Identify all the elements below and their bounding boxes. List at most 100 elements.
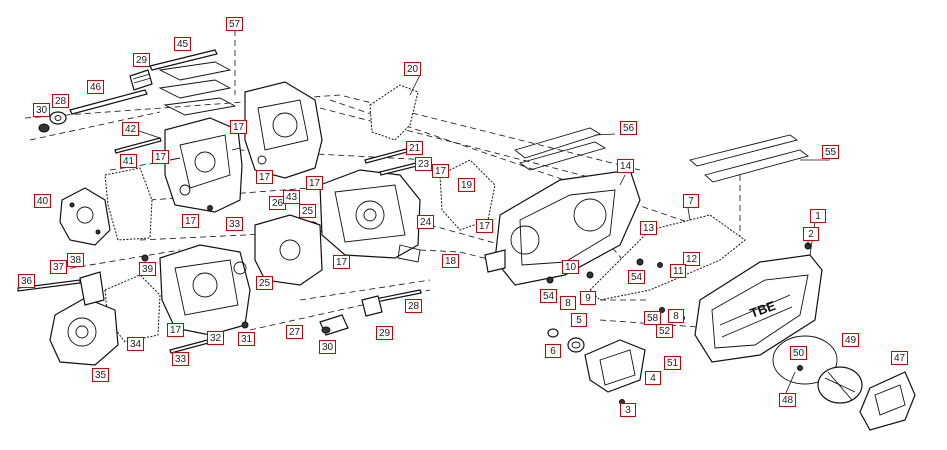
callout-8: 8 (560, 296, 576, 310)
callout-40: 40 (34, 194, 52, 208)
callout-56: 56 (620, 121, 638, 135)
callout-18: 18 (442, 254, 460, 268)
callout-7: 7 (683, 194, 699, 208)
bearing-28 (49, 111, 67, 125)
callout-54: 54 (628, 270, 646, 284)
callout-11: 11 (670, 264, 687, 278)
gasket-20 (369, 84, 419, 141)
callout-46: 46 (87, 80, 105, 94)
callout-38: 38 (67, 253, 85, 267)
callout-33: 33 (172, 352, 190, 366)
callout-41: 41 (120, 154, 138, 168)
crankcase-center (319, 169, 421, 263)
crankcase-lower-32 (159, 244, 251, 336)
callout-50: 50 (790, 346, 808, 360)
callout-57: 57 (226, 17, 244, 31)
side-cover-40 (59, 187, 111, 246)
gasket-34 (104, 274, 161, 343)
callout-25: 25 (299, 204, 317, 218)
callout-31: 31 (238, 332, 256, 346)
cover-plate-49 (817, 366, 863, 404)
callout-47: 47 (891, 351, 909, 365)
pin-42 (114, 137, 162, 154)
callout-49: 49 (842, 333, 860, 347)
callout-42: 42 (122, 122, 140, 136)
callout-6: 6 (545, 344, 561, 358)
callout-2: 2 (803, 227, 819, 241)
gear-29-lower (361, 295, 383, 317)
gasket-strips-57 (158, 61, 237, 116)
callout-30: 30 (319, 340, 337, 354)
callout-20: 20 (404, 62, 422, 76)
callout-17: 17 (182, 214, 200, 228)
callout-13: 13 (640, 221, 658, 235)
gasket-strip-55 (689, 134, 810, 183)
callout-17: 17 (230, 120, 248, 134)
cover-26 (254, 214, 323, 286)
callout-5: 5 (571, 313, 587, 327)
callout-17: 17 (167, 323, 185, 337)
callout-28: 28 (52, 94, 70, 108)
callout-29: 29 (133, 53, 151, 67)
callout-17: 17 (256, 170, 274, 184)
callout-17: 17 (476, 219, 494, 233)
nut-30-top (38, 123, 50, 133)
callout-24: 24 (417, 215, 435, 229)
callout-35: 35 (92, 368, 110, 382)
callout-43: 43 (283, 190, 301, 204)
callout-37: 37 (50, 260, 68, 274)
gasket-strip-56 (514, 127, 607, 171)
bolt-36 (17, 279, 81, 292)
callout-45: 45 (174, 37, 192, 51)
callout-17: 17 (432, 164, 450, 178)
callout-21: 21 (406, 141, 424, 155)
seal-5 (567, 337, 585, 353)
callout-28: 28 (405, 299, 423, 313)
callout-58: 58 (644, 311, 662, 325)
rotor-35 (49, 297, 119, 366)
gasket-41 (104, 167, 153, 241)
callout-17: 17 (333, 255, 351, 269)
callout-30: 30 (33, 103, 51, 117)
fan-plate-4 (584, 339, 646, 393)
callout-1: 1 (810, 209, 826, 223)
callout-29: 29 (376, 326, 394, 340)
callout-14: 14 (617, 159, 635, 173)
gasket-19 (439, 159, 496, 231)
shaft-46 (69, 89, 148, 115)
callout-23: 23 (415, 157, 433, 171)
shaft-45 (149, 49, 218, 71)
callout-55: 55 (822, 145, 840, 159)
callout-27: 27 (286, 325, 304, 339)
callout-52: 52 (656, 324, 674, 338)
bracket-38 (79, 271, 105, 306)
callout-48: 48 (779, 393, 797, 407)
callout-51: 51 (664, 356, 682, 370)
callout-17: 17 (306, 176, 324, 190)
callout-10: 10 (562, 260, 580, 274)
crankcase-half-right (244, 81, 323, 179)
bushing-6 (547, 328, 559, 338)
callout-3: 3 (620, 403, 636, 417)
crankcase-half-left (164, 117, 243, 213)
callout-17: 17 (152, 150, 170, 164)
outer-cover-1: TBE (694, 254, 823, 363)
callout-4: 4 (645, 371, 661, 385)
callout-9: 9 (580, 291, 596, 305)
callout-19: 19 (458, 178, 476, 192)
seal-ring-48 (772, 335, 838, 385)
cap-47 (859, 371, 916, 431)
bushing-30-lower (319, 314, 349, 336)
callout-25: 25 (256, 276, 274, 290)
callout-36: 36 (18, 274, 36, 288)
callout-34: 34 (127, 337, 145, 351)
gear-29-top (129, 69, 153, 91)
callout-33: 33 (226, 217, 244, 231)
callout-8: 8 (668, 309, 684, 323)
callout-32: 32 (207, 331, 225, 345)
callout-12: 12 (683, 252, 701, 266)
callout-39: 39 (139, 262, 157, 276)
transmission-case-14 (484, 169, 641, 286)
callout-54: 54 (540, 289, 558, 303)
